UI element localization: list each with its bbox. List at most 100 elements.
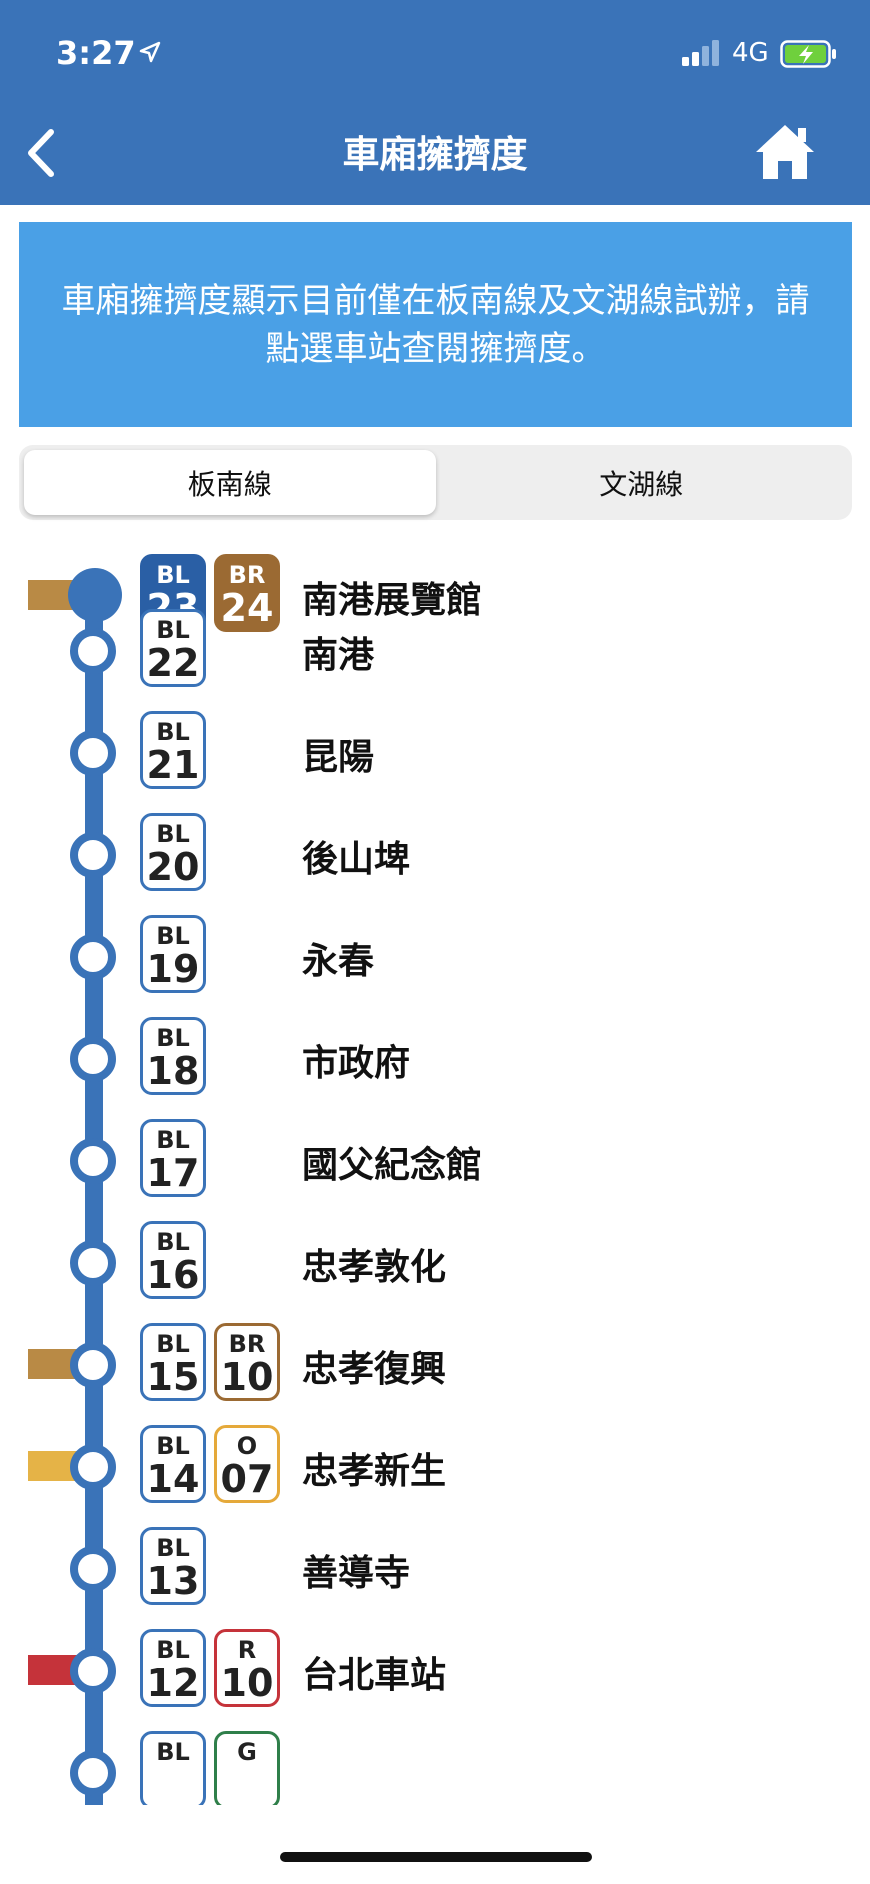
station-name: 忠孝敦化: [302, 1247, 447, 1288]
station-number: 12: [146, 1661, 200, 1705]
line-code: BR: [228, 1330, 266, 1358]
line-code: R: [237, 1636, 257, 1664]
station-node: [70, 1444, 116, 1490]
nav-header: 3:27 4G 車廂擁擠度: [0, 0, 870, 205]
station-node: [70, 628, 116, 674]
back-button[interactable]: [16, 125, 66, 181]
status-time: 3:27: [56, 34, 136, 72]
line-code: BL: [156, 1126, 190, 1154]
home-icon[interactable]: [754, 122, 816, 182]
line-code: BL: [156, 820, 190, 848]
station-number: 07: [220, 1457, 274, 1501]
station-number: 16: [146, 1253, 200, 1297]
line-code: BL: [156, 1534, 190, 1562]
station-number: 24: [220, 586, 274, 630]
station-number: 14: [146, 1457, 200, 1501]
line-code: BL: [156, 1024, 190, 1052]
station-row[interactable]: BL G: [0, 1722, 870, 1805]
tab-bannan-line[interactable]: 板南線: [24, 450, 436, 515]
line-code: O: [236, 1432, 258, 1460]
route-line: [85, 590, 103, 1805]
location-arrow-icon: [139, 41, 161, 63]
line-code: BL: [156, 1636, 190, 1664]
station-number: 10: [220, 1661, 274, 1705]
line-code: BL: [156, 1228, 190, 1256]
station-node: [70, 1750, 116, 1796]
home-indicator: [280, 1852, 592, 1862]
station-code-badge: G: [214, 1731, 280, 1805]
line-code: G: [237, 1738, 257, 1766]
station-number: 18: [146, 1049, 200, 1093]
station-node: [70, 1036, 116, 1082]
station-number: 13: [146, 1559, 200, 1603]
station-name: 昆陽: [302, 737, 375, 778]
station-name: 台北車站: [302, 1655, 447, 1696]
line-code: BL: [156, 718, 190, 746]
station-node: [70, 832, 116, 878]
line-segmented-control: 板南線 文湖線: [19, 445, 852, 520]
line-code: BL: [156, 561, 190, 589]
notice-banner: 車廂擁擠度顯示目前僅在板南線及文湖線試辦，請點選車站查閱擁擠度。: [19, 222, 852, 427]
line-code: BL: [156, 616, 190, 644]
station-node: [70, 1240, 116, 1286]
tab-wenhu-line[interactable]: 文湖線: [599, 467, 684, 501]
station-node: [70, 934, 116, 980]
station-name: 國父紀念館: [302, 1145, 483, 1186]
line-code: BL: [156, 1738, 190, 1766]
terminal-station-node: [68, 568, 122, 622]
station-node: [70, 1648, 116, 1694]
station-name: 善導寺: [302, 1553, 411, 1594]
station-number: 21: [146, 743, 200, 787]
station-name: 永春: [302, 941, 375, 982]
station-name: 忠孝復興: [302, 1349, 447, 1390]
station-name: 後山埤: [302, 839, 411, 880]
line-code: BR: [228, 561, 266, 589]
station-name: 南港: [302, 635, 375, 676]
station-node: [70, 730, 116, 776]
page-title: 車廂擁擠度: [342, 133, 528, 176]
station-name: 南港展覽館: [302, 580, 483, 621]
battery-charging-icon: [780, 40, 836, 68]
station-number: 20: [146, 845, 200, 889]
station-name: 市政府: [302, 1043, 411, 1084]
line-code: BL: [156, 1432, 190, 1460]
station-node: [70, 1342, 116, 1388]
station-number: 22: [146, 641, 200, 685]
line-code: BL: [156, 1330, 190, 1358]
chevron-left-icon: [28, 129, 54, 177]
network-type: 4G: [732, 38, 769, 68]
station-number: 15: [146, 1355, 200, 1399]
station-number: 17: [146, 1151, 200, 1195]
station-number: 10: [220, 1355, 274, 1399]
line-code: BL: [156, 922, 190, 950]
station-node: [70, 1546, 116, 1592]
station-number: 19: [146, 947, 200, 991]
station-node: [70, 1138, 116, 1184]
